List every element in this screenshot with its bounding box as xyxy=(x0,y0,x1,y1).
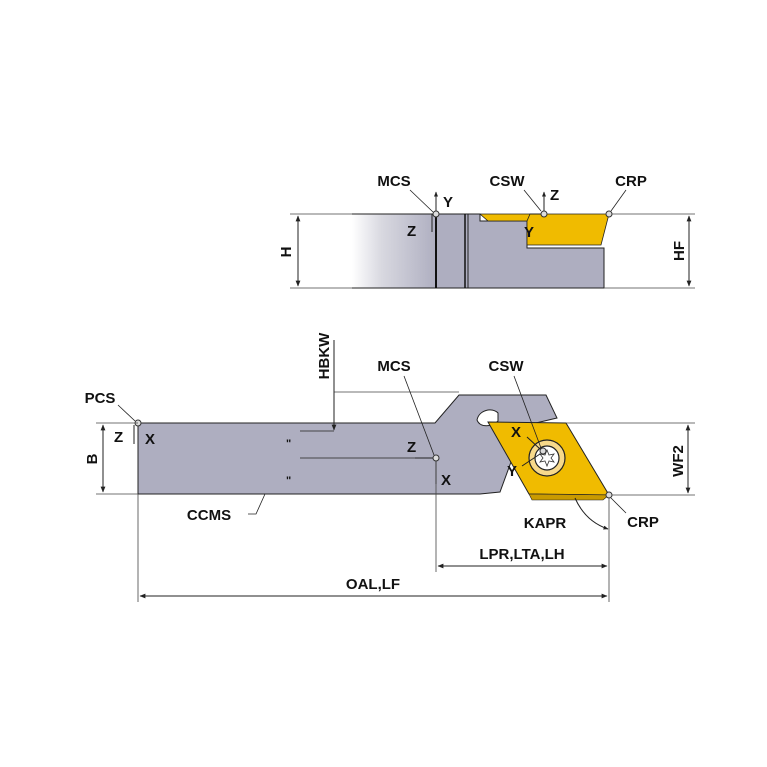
pcs-x-label: X xyxy=(145,431,155,448)
top-holder-head xyxy=(467,213,605,289)
side-mcs-point xyxy=(432,454,440,462)
kapr-label: KAPR xyxy=(524,515,567,532)
ccms-label: CCMS xyxy=(187,507,231,524)
lpr-label: LPR,LTA,LH xyxy=(479,546,564,563)
top-mcs-label: MCS xyxy=(377,173,410,190)
side-insert-edge xyxy=(528,493,610,501)
side-mcs-x-label: X xyxy=(441,472,451,489)
side-csw-point xyxy=(539,447,547,455)
top-csw-z-label: Z xyxy=(550,187,559,204)
top-mcs-point xyxy=(432,210,440,218)
top-insert-main xyxy=(526,213,610,246)
side-csw-y-label: Y xyxy=(507,463,517,480)
pcs-leader xyxy=(117,404,136,422)
top-mcs-y-label: Y xyxy=(443,194,453,211)
top-holder-fade xyxy=(352,214,437,288)
side-holder-body xyxy=(137,394,558,495)
side-crp-point xyxy=(605,491,613,499)
top-mcs-leader xyxy=(409,189,434,213)
top-csw-point xyxy=(540,210,548,218)
side-mcs-label: MCS xyxy=(377,358,410,375)
quote-mark-2: " xyxy=(286,475,291,487)
side-crp-leader xyxy=(610,497,627,514)
ccms-leader xyxy=(248,493,266,515)
top-view: H HF MCS Y Z CSW Z Y CRP xyxy=(278,173,695,289)
side-csw-label: CSW xyxy=(489,358,525,375)
side-csw-x-label: X xyxy=(511,424,521,441)
wf2-label: WF2 xyxy=(670,445,687,477)
oal-label: OAL,LF xyxy=(346,576,400,593)
top-csw-y-label: Y xyxy=(524,224,534,241)
top-csw-leader xyxy=(523,189,542,212)
h-label: H xyxy=(278,247,295,258)
top-crp-leader xyxy=(610,189,627,212)
side-csw-leader xyxy=(513,375,542,449)
top-holder-body xyxy=(435,213,469,289)
hf-label: HF xyxy=(671,241,688,261)
b-label: B xyxy=(84,453,101,464)
side-crp-label: CRP xyxy=(627,514,659,531)
quote-mark-1: " xyxy=(286,438,291,450)
pcs-label: PCS xyxy=(85,390,116,407)
top-mcs-z-label: Z xyxy=(407,223,416,240)
hbkw-label: HBKW xyxy=(316,332,333,379)
side-csw-y-axis-arrow xyxy=(521,453,541,467)
side-mcs-z-label: Z xyxy=(407,439,416,456)
side-mcs-leader xyxy=(403,375,435,456)
side-csw-x-axis-arrow xyxy=(526,436,541,450)
side-view: " " PCS Z X B HBKW MCS Z X CSW X Y xyxy=(84,332,695,602)
top-crp-point xyxy=(605,210,613,218)
top-crp-label: CRP xyxy=(615,173,647,190)
top-csw-label: CSW xyxy=(490,173,526,190)
top-insert xyxy=(478,213,531,222)
pcs-z-label: Z xyxy=(114,429,123,446)
kapr-arc xyxy=(574,497,609,530)
